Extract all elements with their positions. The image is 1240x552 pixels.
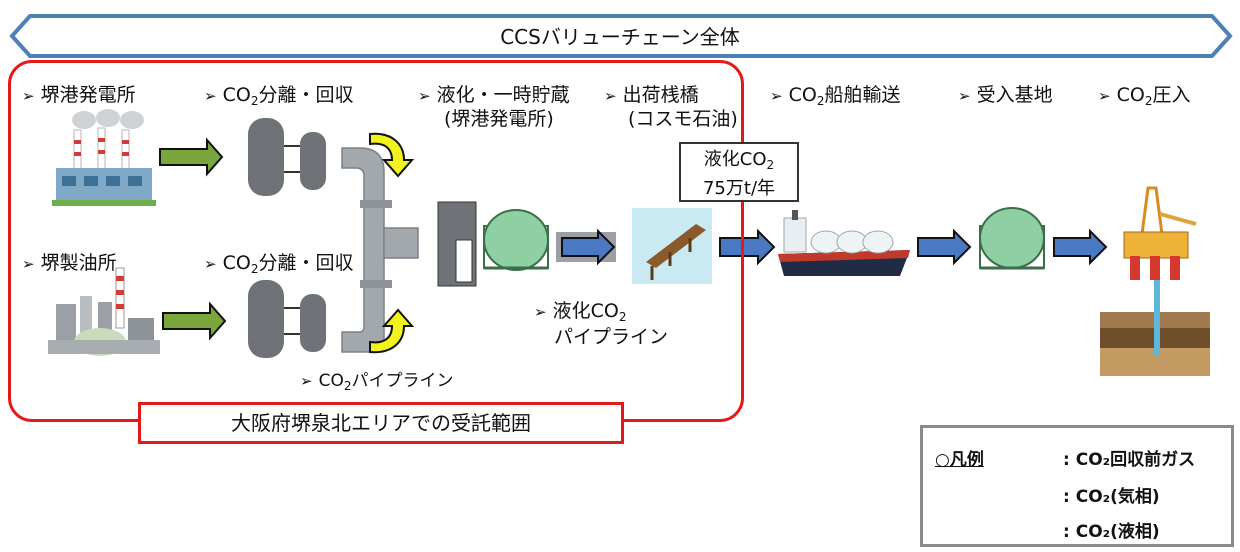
- label-gas-pipeline: ➢CO2パイプライン: [300, 371, 454, 393]
- label-shipping-pier: ➢出荷桟橋: [604, 84, 699, 106]
- legend-title: ○凡例: [935, 450, 984, 470]
- green-arrow-top: [159, 137, 224, 177]
- yellow-arrow-bottom: [369, 308, 415, 354]
- legend: ○凡例 : CO₂回収前ガス : CO₂(気相) : CO₂(液相): [920, 425, 1234, 547]
- yellow-arrow-top: [369, 132, 415, 178]
- volume-line-1: 液化CO2: [703, 149, 775, 172]
- power-plant-icon: [52, 109, 156, 206]
- label-injection: ➢CO2圧入: [1098, 84, 1191, 108]
- label-capture-bottom: ➢CO2分離・回収: [204, 252, 354, 276]
- offshore-rig-icon: [1100, 186, 1210, 376]
- blue-arrow-pipeline: [561, 228, 616, 266]
- green-arrow-bottom: [162, 301, 227, 341]
- capture-vessels-top: [248, 118, 326, 196]
- label-liquid-pipeline: ➢液化CO2: [534, 300, 627, 324]
- capture-vessels-bottom: [248, 280, 326, 358]
- label-liquid-pipeline-2: パイプライン: [554, 326, 669, 348]
- label-ship-transport: ➢CO2船舶輸送: [770, 84, 901, 108]
- label-shipping-pier-operator: (コスモ石油): [628, 108, 738, 130]
- volume-line-2: 75万t/年: [702, 178, 776, 199]
- label-receiving-base: ➢受入基地: [958, 84, 1053, 106]
- shipping-pier-icon: [632, 208, 712, 284]
- label-liquefaction-location: (堺港発電所): [444, 108, 554, 130]
- consignment-region-label: 大阪府堺泉北エリアでの受託範囲: [138, 402, 624, 444]
- gas-pipeline: [341, 147, 419, 353]
- volume-box: 液化CO2 75万t/年: [679, 142, 799, 202]
- blue-arrow-to-base: [917, 228, 972, 266]
- label-capture-top: ➢CO2分離・回収: [204, 84, 354, 108]
- legend-item-gas-phase: : CO₂(気相): [1063, 487, 1160, 507]
- legend-item-pre-capture-gas: : CO₂回収前ガス: [1063, 450, 1196, 470]
- blue-arrow-to-ship: [719, 228, 776, 266]
- legend-item-liquid-phase: : CO₂(液相): [1063, 522, 1160, 542]
- receiving-tank: [979, 207, 1045, 270]
- label-liquefaction-storage: ➢液化・一時貯蔵: [418, 84, 570, 106]
- liquefaction-unit: [437, 201, 477, 287]
- refinery-icon: [48, 267, 160, 356]
- label-sakai-refinery: ➢堺製油所: [22, 252, 117, 274]
- banner-title: CCSバリューチェーン全体: [500, 25, 740, 49]
- label-sakai-power-plant: ➢堺港発電所: [22, 84, 136, 106]
- storage-tank-left: [483, 209, 549, 271]
- blue-arrow-to-injection: [1053, 228, 1108, 266]
- ship-icon: [778, 210, 910, 276]
- value-chain-banner: [9, 14, 1233, 58]
